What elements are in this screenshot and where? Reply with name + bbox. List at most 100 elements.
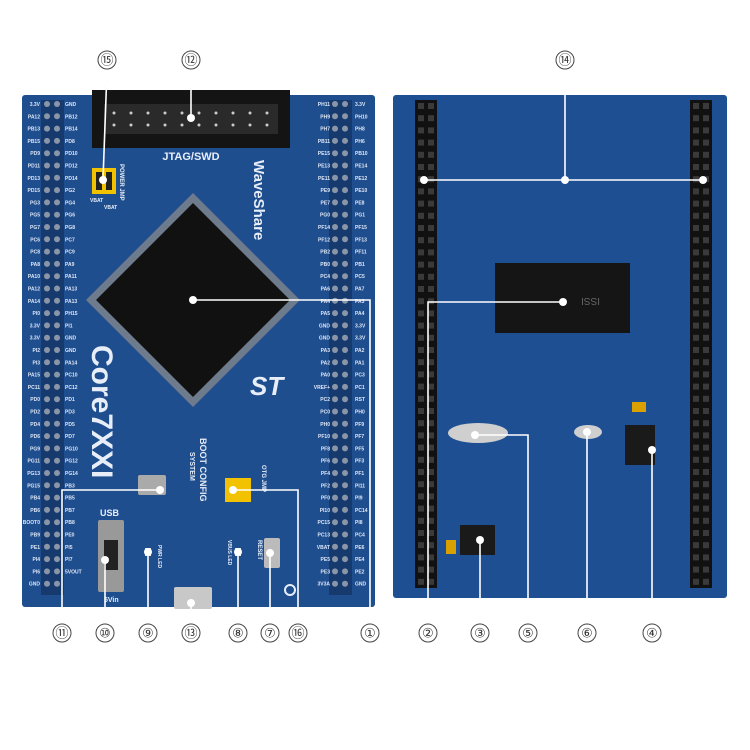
pin: [428, 334, 434, 341]
pin: [703, 469, 709, 475]
callout-number: ⑬: [184, 627, 197, 642]
micro-usb-port[interactable]: [174, 587, 212, 609]
jumper-cap: [106, 172, 112, 190]
pin-label: PD2: [30, 410, 40, 416]
pin: [44, 322, 50, 329]
pin: [428, 151, 434, 158]
callout-number: ⑯: [291, 627, 304, 642]
pwr-led-label: PWR LED: [156, 545, 162, 568]
pin: [693, 261, 699, 268]
callout-dot: [420, 176, 428, 184]
pin-label: PH15: [65, 311, 78, 317]
pin-label: PG8: [65, 225, 75, 231]
pin: [693, 212, 699, 219]
pin: [418, 371, 424, 378]
pin: [332, 310, 338, 317]
front-pin-headers: 3.3VPA12PB13PB15PD9PD11PD13PD15PG3PG5PG7…: [23, 100, 368, 595]
pin-label: PE4: [355, 557, 365, 563]
pin: [418, 505, 424, 512]
pin-label: PC8: [30, 250, 40, 256]
pin-label: PF8: [321, 446, 330, 452]
pin: [703, 420, 709, 427]
pin-label: PH0: [355, 410, 365, 416]
pin: [54, 494, 60, 501]
pin-label: PD8: [65, 139, 75, 145]
pin-label: PE14: [355, 164, 367, 170]
pin: [428, 261, 434, 268]
callout-dot: [476, 536, 484, 544]
pin-label: GND: [319, 323, 331, 329]
pin: [332, 383, 338, 390]
pin: [418, 322, 424, 329]
pin: [342, 101, 348, 107]
pin: [703, 347, 709, 353]
jtag-pin: [214, 123, 218, 127]
pin: [693, 383, 699, 390]
pin: [703, 310, 709, 317]
pin: [44, 359, 50, 366]
pin-label: GND: [29, 582, 41, 588]
pin-label: PI7: [65, 557, 73, 563]
pin: [342, 408, 348, 415]
pin-label: PI0: [32, 311, 40, 317]
pin-label: PF5: [355, 446, 364, 452]
pin: [703, 225, 709, 231]
callout-number: ⑥: [581, 627, 593, 642]
pin: [342, 285, 348, 292]
capacitor: [446, 540, 456, 554]
pin: [428, 103, 434, 109]
jtag-pin: [163, 111, 167, 115]
pin: [44, 224, 50, 230]
pin: [693, 225, 699, 231]
pin: [54, 568, 60, 575]
pin-label: GND: [65, 102, 77, 108]
callout-circle: [260, 623, 280, 643]
pin-label: PF2: [321, 483, 330, 489]
pin: [342, 187, 348, 194]
pin: [44, 420, 50, 427]
pin: [342, 260, 348, 267]
back-pcb: [393, 95, 727, 598]
pin: [428, 383, 434, 390]
pin: [342, 556, 348, 563]
pin-label: PI5: [65, 545, 73, 551]
pin-label: PF11: [355, 250, 367, 256]
callout-dot: [559, 298, 567, 306]
pin: [428, 505, 434, 512]
pin: [703, 249, 709, 256]
pin: [693, 237, 699, 244]
pin-label: PA2: [355, 348, 365, 354]
pin-label: PG13: [27, 471, 40, 477]
pin: [342, 543, 348, 550]
pin: [418, 164, 424, 170]
callout-4: ④: [642, 446, 662, 643]
pin: [418, 212, 424, 219]
jtag-pins: [112, 111, 269, 127]
pin: [693, 371, 699, 378]
callout-dot: [561, 176, 569, 184]
pin: [44, 383, 50, 390]
pin: [418, 151, 424, 158]
pin-label: PC9: [65, 250, 75, 256]
callout-5: ⑤: [471, 431, 538, 643]
pin: [332, 137, 338, 144]
pin: [342, 420, 348, 427]
pin: [418, 566, 424, 573]
pin: [703, 103, 709, 109]
pin-label: PA0: [321, 373, 331, 379]
pin: [342, 162, 348, 169]
pin-label: PG9: [30, 446, 40, 452]
reset-label: RESET: [256, 540, 262, 560]
pin: [44, 101, 50, 107]
pin: [44, 482, 50, 489]
pin: [54, 371, 60, 378]
pin-label: PI11: [355, 483, 365, 489]
pin: [54, 359, 60, 366]
callout-line: [475, 434, 529, 623]
callout-circle: [518, 623, 538, 643]
pin-label: GND: [65, 348, 77, 354]
pin-label: PC11: [28, 385, 40, 391]
jtag-pin: [112, 111, 116, 115]
pin: [54, 260, 60, 267]
